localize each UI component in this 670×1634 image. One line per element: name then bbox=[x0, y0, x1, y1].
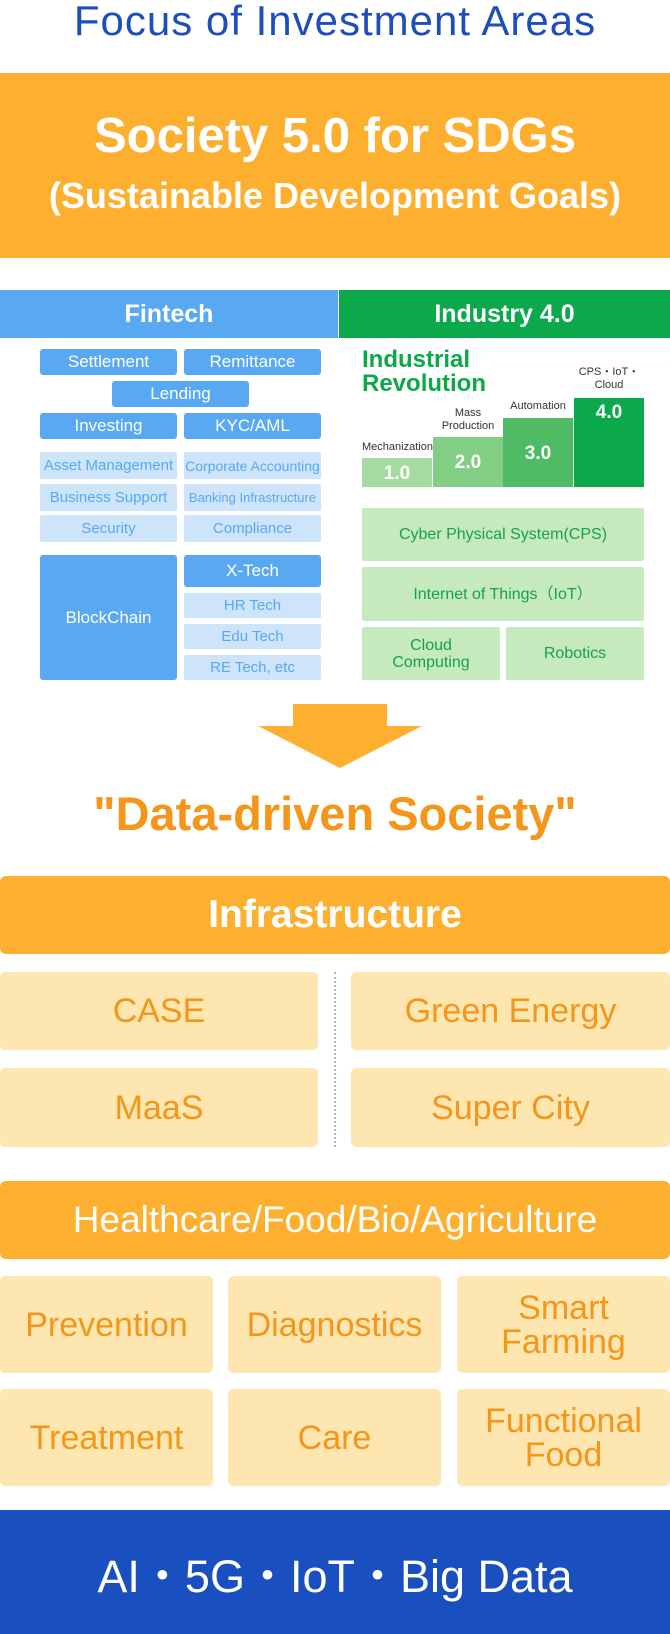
infra-maas: MaaS bbox=[0, 1068, 318, 1147]
fintech-banking-infrastructure: Banking Infrastructure bbox=[184, 484, 321, 511]
banner-title: Society 5.0 for SDGs bbox=[93, 108, 576, 163]
fintech-edu-tech: Edu Tech bbox=[184, 624, 321, 649]
fintech-header: Fintech bbox=[0, 290, 338, 338]
step-1-0: 1.0 bbox=[362, 458, 432, 487]
health-prevention: Prevention bbox=[0, 1276, 213, 1373]
fintech-investing: Investing bbox=[40, 413, 177, 439]
data-driven-society: "Data-driven Society" bbox=[93, 786, 577, 840]
health-functional-food: Functional Food bbox=[457, 1389, 670, 1486]
health-diagnostics: Diagnostics bbox=[228, 1276, 441, 1373]
step-2-0: 2.0 bbox=[433, 437, 503, 487]
fintech-re-tech: RE Tech, etc bbox=[184, 655, 321, 680]
fintech-remittance: Remittance bbox=[184, 349, 321, 375]
step-4-0: 4.0 bbox=[574, 398, 644, 487]
step-label-mass-production: Mass Production bbox=[441, 407, 495, 432]
health-smart-farming: Smart Farming bbox=[457, 1276, 670, 1373]
step-label-automation: Automation bbox=[510, 400, 566, 412]
industry-header: Industry 4.0 bbox=[339, 290, 670, 338]
fintech-xtech: X-Tech bbox=[184, 555, 321, 587]
health-care: Care bbox=[228, 1389, 441, 1486]
box-robotics: Robotics bbox=[506, 627, 644, 680]
box-cloud-computing: Cloud Computing bbox=[362, 627, 500, 680]
fintech-settlement: Settlement bbox=[40, 349, 177, 375]
infra-green-energy: Green Energy bbox=[351, 972, 670, 1050]
ir-title-line1: Industrial bbox=[362, 346, 471, 373]
box-cps: Cyber Physical System(CPS) bbox=[362, 508, 644, 561]
fintech-blockchain: BlockChain bbox=[40, 555, 177, 680]
infra-super-city: Super City bbox=[351, 1068, 670, 1147]
fintech-compliance: Compliance bbox=[184, 515, 321, 542]
fintech-asset-management: Asset Management bbox=[40, 452, 177, 479]
down-arrow-icon bbox=[258, 704, 422, 768]
fintech-hr-tech: HR Tech bbox=[184, 593, 321, 618]
fintech-business-support: Business Support bbox=[40, 484, 177, 511]
infra-case: CASE bbox=[0, 972, 318, 1050]
fintech-security: Security bbox=[40, 515, 177, 542]
ir-title-line2: Revolution bbox=[362, 370, 486, 397]
fintech-kyc-aml: KYC/AML bbox=[184, 413, 321, 439]
box-iot: Internet of Things（IoT） bbox=[362, 567, 644, 621]
industrial-revolution-title: Industrial Revolution bbox=[362, 348, 486, 396]
fintech-lending: Lending bbox=[112, 381, 249, 407]
health-treatment: Treatment bbox=[0, 1389, 213, 1486]
step-label-mechanization: Mechanization bbox=[362, 441, 433, 453]
page-title: Focus of Investment Areas bbox=[73, 0, 597, 44]
society-banner: Society 5.0 for SDGs (Sustainable Develo… bbox=[0, 73, 670, 258]
fintech-corporate-accounting: Corporate Accounting bbox=[184, 452, 321, 479]
healthcare-header: Healthcare/Food/Bio/Agriculture bbox=[0, 1181, 670, 1259]
technology-footer: AI・5G・IoT・Big Data bbox=[0, 1510, 670, 1634]
step-3-0: 3.0 bbox=[503, 418, 573, 487]
infra-divider bbox=[334, 972, 336, 1147]
step-label-cps-iot-cloud: CPS・IoT・Cloud bbox=[578, 366, 640, 391]
infrastructure-header: Infrastructure bbox=[0, 876, 670, 954]
banner-subtitle: (Sustainable Development Goals) bbox=[48, 174, 622, 216]
